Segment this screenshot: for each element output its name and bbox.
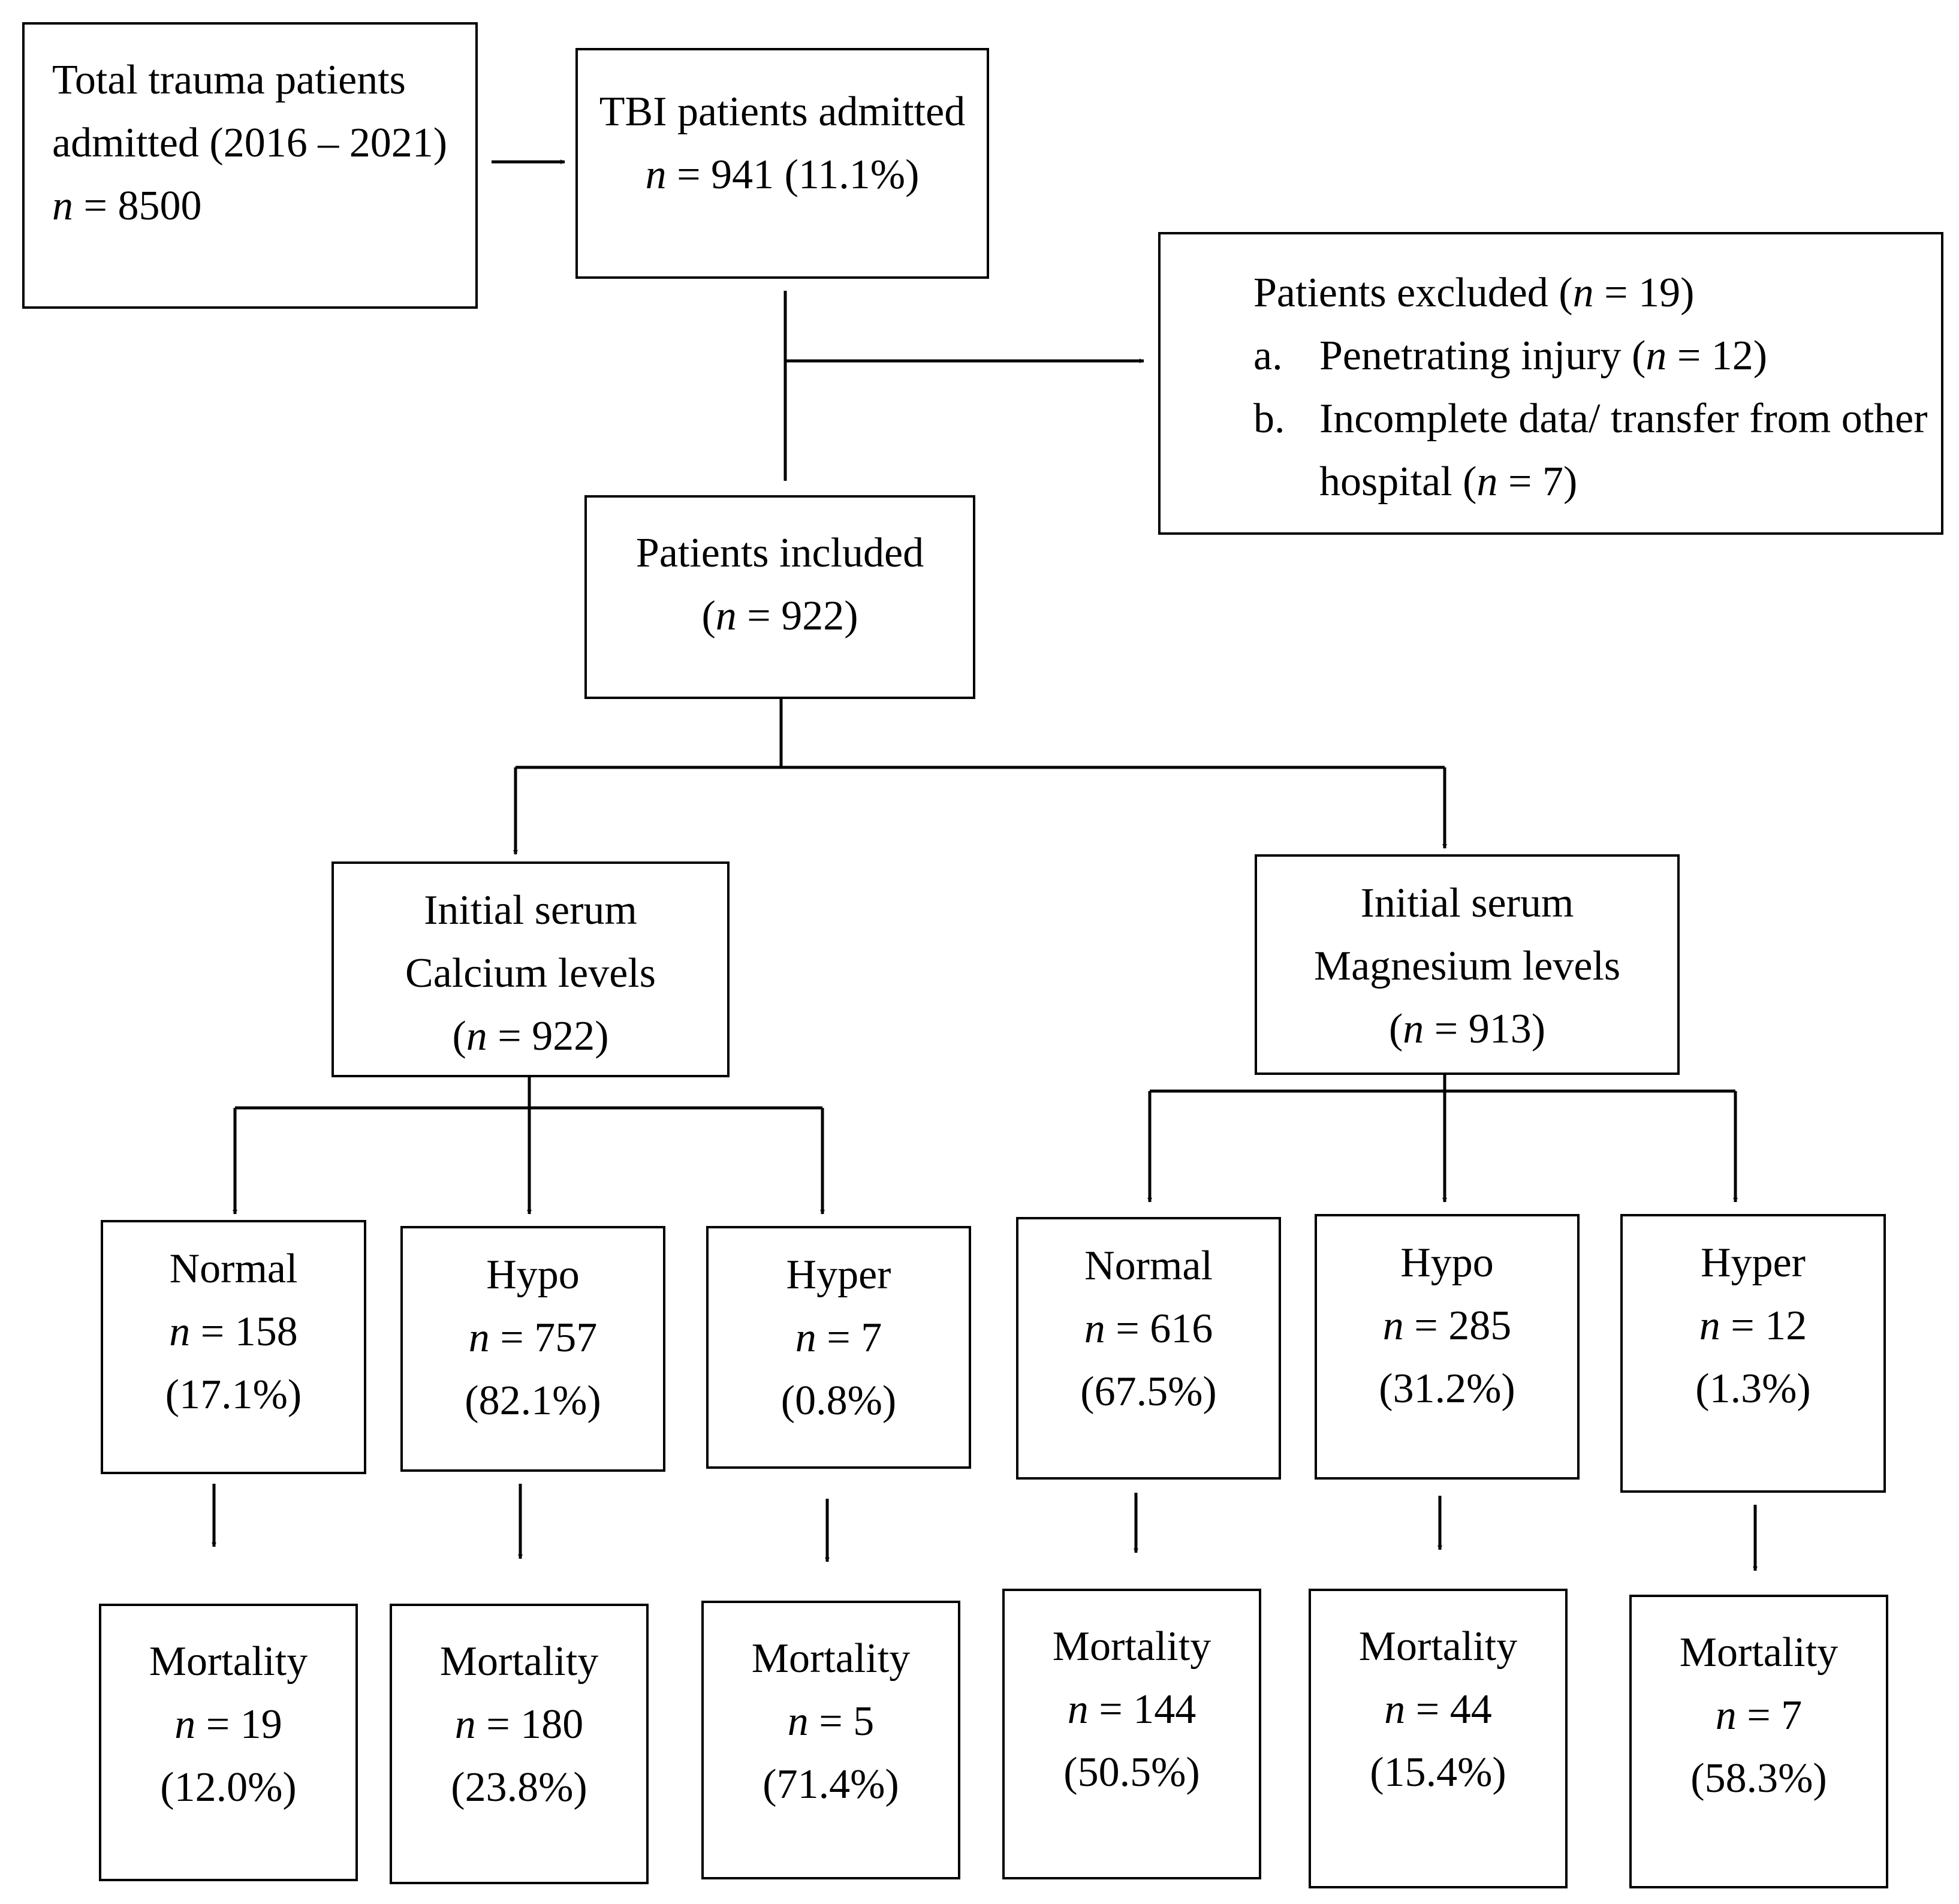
excluded-item-b: b. Incomplete data/ transfer from other … xyxy=(1253,387,1941,513)
included-title: Patients included xyxy=(635,530,924,576)
excluded-item-b-line1: Incomplete data/ transfer from other xyxy=(1319,396,1928,442)
mortality-box-magnesium-hypo: Mortality n = 44 (15.4%) xyxy=(1309,1589,1568,1888)
group-box-calcium-hypo: Hypo n = 757 (82.1%) xyxy=(400,1226,665,1472)
included-box: Patients included (n = 922) xyxy=(584,495,975,699)
mortality-count: n = 180 xyxy=(454,1701,584,1748)
mortality-count: n = 19 xyxy=(174,1701,282,1748)
mortality-title: Mortality xyxy=(149,1638,308,1685)
calcium-line2: Calcium levels xyxy=(405,950,656,996)
excluded-item-a-marker: a. xyxy=(1253,333,1283,379)
group-name: Normal xyxy=(169,1246,298,1292)
mortality-percent: (71.4%) xyxy=(762,1761,899,1807)
tbi-title: TBI patients admitted xyxy=(599,89,966,135)
mortality-count: n = 44 xyxy=(1384,1686,1492,1733)
included-count: (n = 922) xyxy=(701,593,858,639)
total-trauma-box: Total trauma patients admitted (2016 – 2… xyxy=(22,22,478,309)
excluded-box: Patients excluded (n = 19) a. Penetratin… xyxy=(1158,232,1943,535)
mortality-title: Mortality xyxy=(1358,1623,1518,1670)
magnesium-count: (n = 913) xyxy=(1388,1006,1546,1052)
mortality-box-calcium-hyper: Mortality n = 5 (71.4%) xyxy=(701,1601,960,1879)
mortality-box-calcium-hypo: Mortality n = 180 (23.8%) xyxy=(390,1604,649,1884)
group-box-magnesium-normal: Normal n = 616 (67.5%) xyxy=(1016,1217,1281,1480)
tbi-admitted-box: TBI patients admitted n = 941 (11.1%) xyxy=(575,48,989,279)
group-box-magnesium-hyper: Hyper n = 12 (1.3%) xyxy=(1620,1214,1886,1493)
group-name: Normal xyxy=(1084,1243,1213,1289)
mortality-count: n = 5 xyxy=(787,1698,875,1745)
group-percent: (31.2%) xyxy=(1379,1366,1515,1412)
mortality-title: Mortality xyxy=(1679,1629,1839,1676)
group-count: n = 12 xyxy=(1699,1303,1807,1349)
mortality-count: n = 7 xyxy=(1715,1692,1803,1739)
excluded-item-b-line2: hospital (n = 7) xyxy=(1319,459,1578,505)
group-percent: (17.1%) xyxy=(165,1372,302,1418)
group-name: Hyper xyxy=(786,1252,891,1298)
mortality-box-magnesium-normal: Mortality n = 144 (50.5%) xyxy=(1002,1589,1261,1879)
tbi-count: n = 941 (11.1%) xyxy=(645,152,920,198)
mortality-percent: (15.4%) xyxy=(1370,1749,1506,1795)
mortality-box-magnesium-hyper: Mortality n = 7 (58.3%) xyxy=(1629,1595,1888,1888)
total-trauma-line2: admitted (2016 – 2021) xyxy=(52,120,448,166)
mortality-title: Mortality xyxy=(439,1638,599,1685)
group-box-calcium-normal: Normal n = 158 (17.1%) xyxy=(101,1220,366,1474)
group-percent: (67.5%) xyxy=(1080,1369,1217,1415)
group-percent: (82.1%) xyxy=(465,1378,601,1424)
excluded-item-a: a. Penetrating injury (n = 12) xyxy=(1253,324,1941,387)
mortality-count: n = 144 xyxy=(1067,1686,1197,1733)
calcium-count: (n = 922) xyxy=(452,1013,609,1059)
group-box-magnesium-hypo: Hypo n = 285 (31.2%) xyxy=(1315,1214,1580,1480)
group-count: n = 757 xyxy=(468,1315,598,1361)
group-name: Hypo xyxy=(1400,1240,1494,1286)
group-count: n = 7 xyxy=(795,1315,882,1361)
excluded-title: Patients excluded (n = 19) xyxy=(1253,270,1695,316)
mortality-box-calcium-normal: Mortality n = 19 (12.0%) xyxy=(99,1604,358,1881)
magnesium-line1: Initial serum xyxy=(1360,880,1574,926)
group-name: Hyper xyxy=(1701,1240,1806,1286)
excluded-item-a-text: Penetrating injury (n = 12) xyxy=(1319,333,1768,379)
group-count: n = 158 xyxy=(169,1309,298,1355)
mortality-percent: (58.3%) xyxy=(1690,1755,1827,1801)
mortality-title: Mortality xyxy=(751,1635,911,1682)
group-percent: (0.8%) xyxy=(780,1378,897,1424)
group-name: Hypo xyxy=(486,1252,580,1298)
group-percent: (1.3%) xyxy=(1695,1366,1811,1412)
group-count: n = 285 xyxy=(1382,1303,1512,1349)
mortality-percent: (50.5%) xyxy=(1063,1749,1200,1795)
calcium-line1: Initial serum xyxy=(424,887,637,933)
magnesium-box: Initial serum Magnesium levels (n = 913) xyxy=(1255,854,1680,1075)
group-box-calcium-hyper: Hyper n = 7 (0.8%) xyxy=(706,1226,971,1469)
group-count: n = 616 xyxy=(1084,1306,1213,1352)
calcium-box: Initial serum Calcium levels (n = 922) xyxy=(331,861,730,1077)
excluded-item-b-marker: b. xyxy=(1253,396,1285,442)
mortality-title: Mortality xyxy=(1052,1623,1211,1670)
total-trauma-count: n = 8500 xyxy=(52,183,202,229)
total-trauma-line1: Total trauma patients xyxy=(52,57,406,103)
mortality-percent: (23.8%) xyxy=(451,1764,587,1810)
magnesium-line2: Magnesium levels xyxy=(1313,943,1621,989)
mortality-percent: (12.0%) xyxy=(160,1764,297,1810)
